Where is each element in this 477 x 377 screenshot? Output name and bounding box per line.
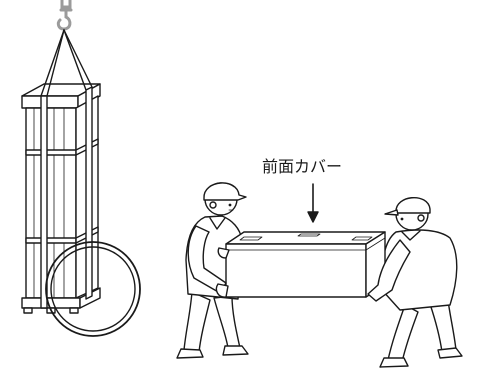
carried-box (225, 231, 386, 298)
worker-right-shoe (379, 357, 409, 368)
crate-brace-front (25, 237, 77, 244)
worker-left-hand-upper (217, 247, 230, 259)
worker-left-ear (209, 201, 217, 209)
worker-arms (187, 225, 411, 302)
box-side-cover-edge (365, 237, 386, 251)
worker-right-cap (395, 196, 431, 214)
crate-pallet-block (23, 307, 33, 314)
sling-band-side (85, 86, 93, 300)
sling-rope (63, 29, 93, 88)
detail-circle-outer (45, 241, 141, 337)
worker-right-cap-brim (384, 209, 399, 216)
box-tape-mark (239, 236, 263, 241)
worker-right-front-leg (429, 299, 457, 353)
detail-circle-inner (50, 246, 136, 332)
worker-left-arm (187, 225, 227, 294)
worker-right-back-leg (387, 304, 419, 363)
worker-left-hand-lower (215, 283, 229, 298)
box-tape-mark (297, 233, 321, 237)
detail-circle (45, 241, 141, 337)
crate-pallet-side (79, 287, 101, 309)
worker-left-shoe (222, 345, 249, 356)
worker-right-eye (400, 217, 404, 221)
box-front-face (225, 243, 367, 298)
crane-hook-icon (56, 0, 73, 31)
worker-left-front-leg (213, 295, 241, 349)
sling-rope (46, 29, 65, 97)
crate-pallet-front (21, 297, 81, 309)
sling-band-front (40, 95, 48, 309)
worker-left-back-leg (183, 291, 211, 353)
worker-left-eye (228, 203, 232, 207)
crate-cap-front (21, 95, 79, 109)
worker-right-ear (417, 214, 425, 222)
sling-rope (40, 29, 65, 97)
worker-left-collar (209, 217, 226, 230)
arrow-head (307, 211, 319, 223)
worker-right-shoe (437, 347, 463, 359)
worker-left-shoe (176, 348, 204, 359)
hook-curve (56, 5, 72, 31)
arrow-down-icon (307, 183, 319, 223)
sling-rope (63, 29, 87, 91)
crate-brace-front (25, 149, 77, 156)
worker-right-arm (367, 239, 411, 302)
worker-left-helmet-stripe (209, 182, 235, 188)
worker-right-collar (401, 230, 421, 241)
crate-pallet-block (69, 307, 79, 314)
box-tape-mark (351, 236, 373, 241)
lifting-slings (40, 29, 93, 309)
front-cover-label: 前面カバー (262, 157, 342, 176)
